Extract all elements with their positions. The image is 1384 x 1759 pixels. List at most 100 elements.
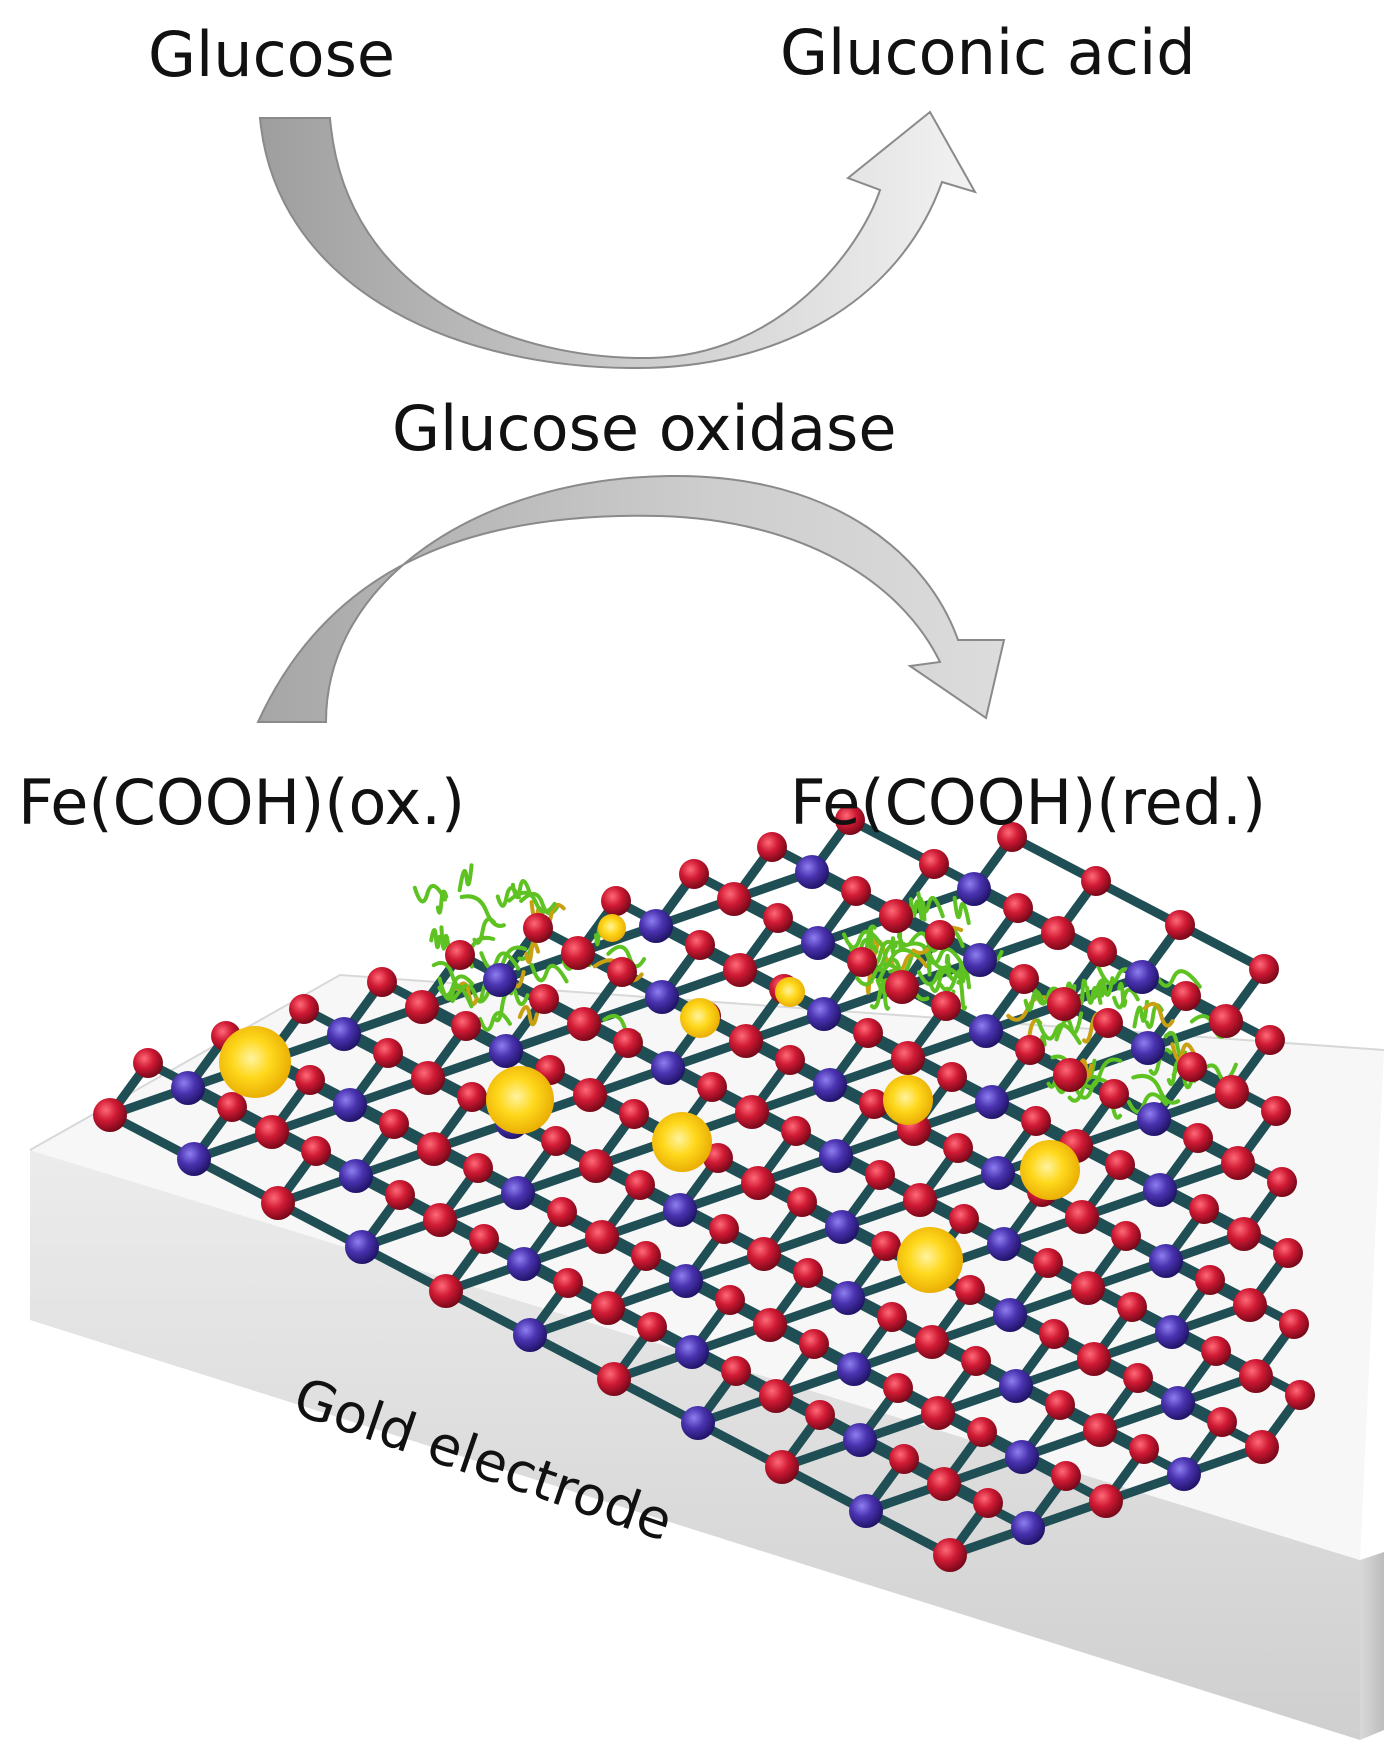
lattice-atom (339, 1159, 373, 1193)
lattice-atom (987, 1227, 1021, 1261)
lattice-atom (933, 1538, 967, 1572)
enzyme-ribbon (524, 941, 541, 965)
lattice-atom (853, 1018, 883, 1048)
lattice-atom (1261, 1096, 1291, 1126)
lattice-atom (963, 943, 997, 977)
lattice-atom (1065, 1200, 1099, 1234)
lattice-atom (757, 832, 787, 862)
lattice-atom (1267, 1167, 1297, 1197)
lattice-atom (501, 1176, 535, 1210)
enzyme-ribbon (1036, 1018, 1082, 1045)
lattice-atom (591, 1291, 625, 1325)
lattice-atom (573, 1078, 607, 1112)
lattice-atom (1071, 1271, 1105, 1305)
lattice-atom (741, 1166, 775, 1200)
lattice-atom (961, 1346, 991, 1376)
lattice-atom (613, 1028, 643, 1058)
gluconic-acid-label: Gluconic acid (780, 16, 1196, 89)
enzyme-ribbon (1023, 989, 1045, 1012)
lattice-atom (1279, 1309, 1309, 1339)
enzyme-ribbon (877, 977, 891, 1011)
lattice-atom (949, 1204, 979, 1234)
lattice-atom (835, 805, 865, 835)
enzyme-ribbon (1084, 1057, 1123, 1089)
lattice-atom (1129, 1434, 1159, 1464)
enzyme-ribbon (431, 960, 468, 991)
lattice-atom (763, 903, 793, 933)
enzyme-ribbon (412, 884, 447, 904)
lattice-atom (529, 984, 559, 1014)
lattice-atom (1083, 1413, 1117, 1447)
lattice-atom (1117, 1292, 1147, 1322)
lattice-atom (1003, 893, 1033, 923)
lattice-atom (1047, 987, 1081, 1021)
lattice-atom (1089, 1484, 1123, 1518)
lattice-atom (663, 1193, 697, 1227)
lattice-atom (429, 1274, 463, 1308)
lattice-atom (1161, 1386, 1195, 1420)
lattice-atom (1143, 1173, 1177, 1207)
lattice-atom (969, 1014, 1003, 1048)
lattice-atom (721, 1356, 751, 1386)
lattice-atom (1105, 1150, 1135, 1180)
enzyme-ribbon (478, 1011, 512, 1032)
lattice-atom (717, 882, 751, 916)
fe-cooh-reduced-label: Fe(COOH)(red.) (790, 766, 1267, 839)
lattice-atom (585, 1220, 619, 1254)
enzyme-ribbon (952, 895, 971, 926)
lattice-atom (1081, 866, 1111, 896)
lattice-bond (845, 815, 939, 869)
lattice-atom (879, 899, 913, 933)
lattice-atom (1137, 1102, 1171, 1136)
lattice-atom (799, 1329, 829, 1359)
lattice-atom (217, 1092, 247, 1122)
lattice-atom (651, 1051, 685, 1085)
lattice-atom (1045, 1390, 1075, 1420)
lattice-atom (547, 1197, 577, 1227)
lattice-atom (607, 957, 637, 987)
lattice-atom (1149, 1244, 1183, 1278)
lattice-atom (921, 1396, 955, 1430)
lattice-atom (1041, 916, 1075, 950)
lattice-atom (837, 1352, 871, 1386)
lattice-atom (831, 1281, 865, 1315)
lattice-atom (1249, 954, 1279, 984)
lattice-bond (1007, 832, 1101, 886)
lattice-atom (847, 947, 877, 977)
enzyme-ribbon (1131, 1073, 1181, 1105)
lattice-atom (919, 849, 949, 879)
lattice-atom (801, 926, 835, 960)
enzyme-ribbon (1142, 1001, 1175, 1028)
lattice-atom (483, 963, 517, 997)
lattice-atom (1201, 1336, 1231, 1366)
lattice-atom (289, 994, 319, 1024)
enzyme-ribbon (1170, 1042, 1199, 1062)
lattice-atom (93, 1098, 127, 1132)
enzyme-ribbon (841, 929, 884, 950)
lattice-atom (1015, 1035, 1045, 1065)
lattice-atom (997, 822, 1027, 852)
lattice-atom (915, 1325, 949, 1359)
gold-particle (219, 1026, 291, 1098)
lattice-atom (747, 1237, 781, 1271)
lattice-atom (765, 1450, 799, 1484)
lattice-atom (1207, 1407, 1237, 1437)
lattice-atom (645, 980, 679, 1014)
lattice-atom (367, 967, 397, 997)
enzyme-ribbon (1078, 978, 1088, 1005)
enzyme-ribbon (1148, 1047, 1173, 1076)
gold-particle (486, 1066, 554, 1134)
lattice-atom (333, 1088, 367, 1122)
enzyme-ribbon (926, 948, 932, 977)
gold-particle (897, 1227, 963, 1293)
enzyme-ribbon (1092, 976, 1115, 1000)
lattice-atom (1111, 1221, 1141, 1251)
lattice-atom (1195, 1265, 1225, 1295)
lattice-atom (1009, 964, 1039, 994)
enzyme-ribbon (495, 886, 521, 908)
gold-particles (219, 914, 1080, 1293)
lattice-atom (819, 1139, 853, 1173)
lattice-atom (1273, 1238, 1303, 1268)
lattice-atom (261, 1186, 295, 1220)
lattice-atom (871, 1231, 901, 1261)
